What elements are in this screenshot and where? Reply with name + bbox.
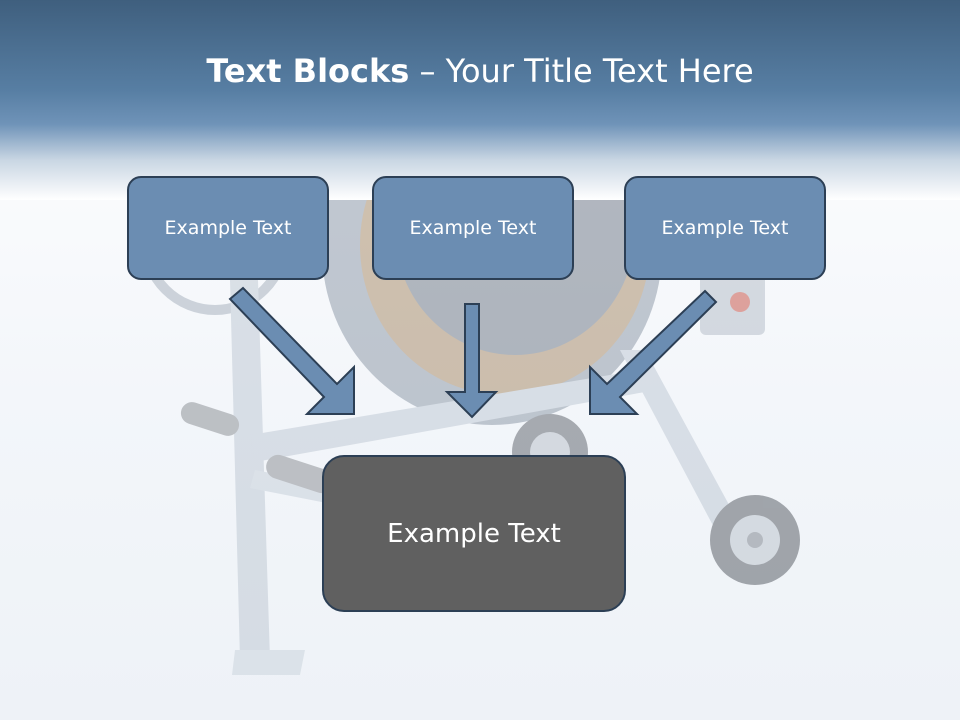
title-rest: Your Title Text Here: [445, 52, 754, 90]
text-block-1[interactable]: Example Text: [127, 176, 329, 280]
cross-bar: [250, 370, 645, 462]
text-block-2-label: Example Text: [409, 217, 537, 239]
target-block-label: Example Text: [387, 518, 561, 549]
target-block[interactable]: Example Text: [322, 455, 626, 612]
handle-upper: [180, 402, 240, 436]
rear-leg: [620, 350, 740, 535]
text-block-3-label: Example Text: [661, 217, 789, 239]
front-wheel-axle: [747, 532, 763, 548]
front-wheel-hub: [730, 515, 780, 565]
foot-plate: [232, 650, 305, 675]
front-wheel: [710, 495, 800, 585]
title-banner: [0, 0, 960, 200]
text-block-3[interactable]: Example Text: [624, 176, 826, 280]
arrow-center: [444, 303, 499, 419]
arrow-right: [589, 289, 718, 415]
text-block-2[interactable]: Example Text: [372, 176, 574, 280]
title-bold: Text Blocks: [206, 52, 410, 90]
control-button: [730, 292, 750, 312]
title-dash: –: [409, 52, 446, 90]
arrow-left: [228, 286, 355, 415]
front-leg: [230, 280, 270, 660]
text-block-1-label: Example Text: [164, 217, 292, 239]
slide-title: Text Blocks – Your Title Text Here: [0, 52, 960, 90]
handle-lower: [266, 454, 334, 494]
